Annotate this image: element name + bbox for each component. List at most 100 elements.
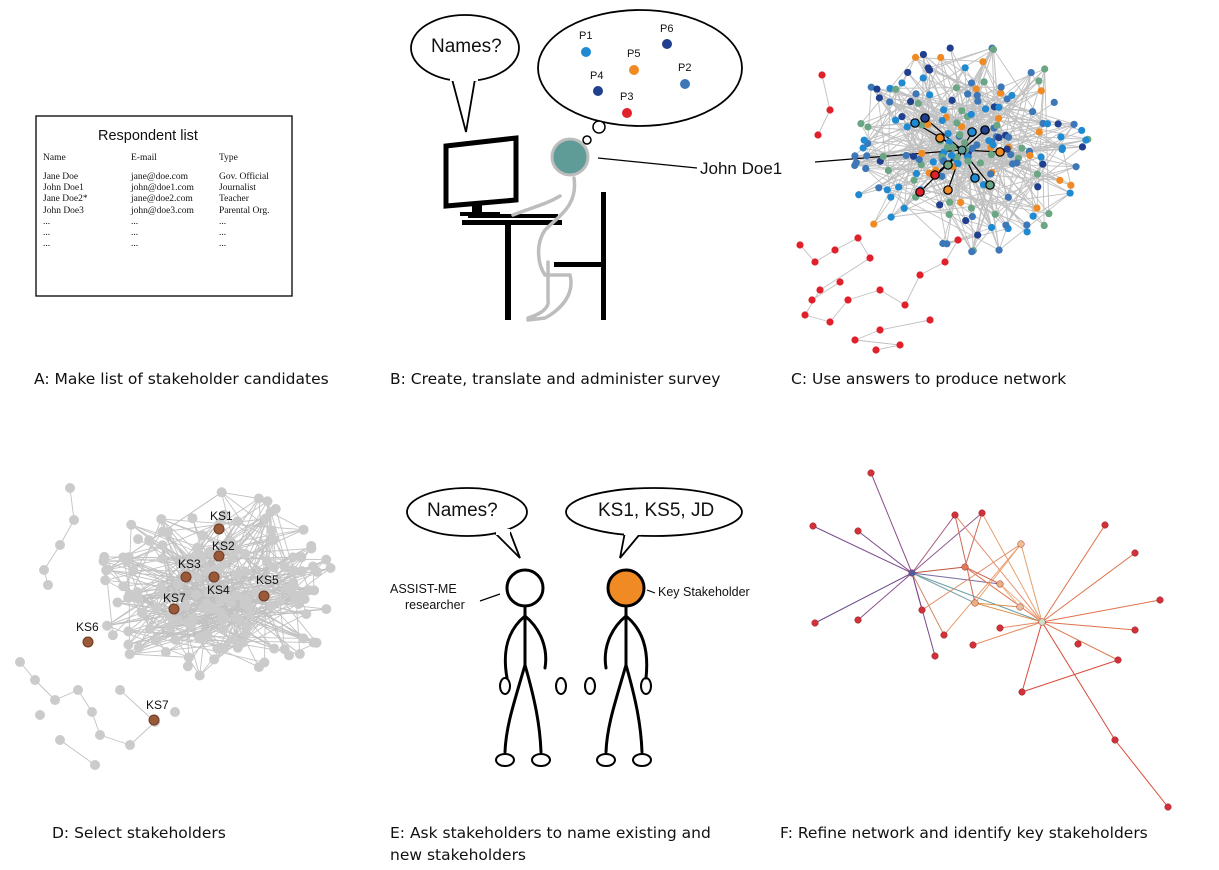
network-node [125,740,135,750]
network-node [1008,91,1016,100]
network-node [904,68,912,77]
computer-monitor [443,135,519,216]
network-node [926,91,934,99]
network-node [886,84,894,93]
network-node [912,169,921,178]
network-node [1033,204,1041,212]
network-node [1114,656,1122,664]
network-node [193,572,204,583]
network-node [107,630,118,641]
network-node [859,144,867,152]
network-node [1164,803,1172,811]
network-node [908,569,916,577]
network-node [95,730,105,740]
network-node [961,563,969,571]
network-node [1035,128,1043,136]
network-node [987,150,995,159]
network-node [809,522,817,530]
network-node [202,629,213,640]
network-node [1038,618,1046,626]
network-node [183,652,194,663]
network-node [112,597,123,608]
network-node [872,346,880,354]
thought-point-p4 [593,86,603,96]
respondent-cell: ... [219,228,227,238]
network-node [919,74,927,82]
network-node [844,296,852,304]
network-node [962,217,970,225]
network-node [133,534,144,545]
network-node [892,85,900,93]
network-node [144,623,155,634]
respondent-cell: jane@doe2.com [131,194,193,205]
network-node [960,139,969,147]
network-node [266,600,277,611]
network-node [1043,120,1052,128]
network-node [191,589,202,600]
network-node [854,527,862,535]
network-node [244,609,255,620]
network-node [918,121,926,129]
network-node [876,326,884,334]
respondent-cell: ... [43,216,51,227]
network-node [186,553,197,564]
network-node [270,503,281,514]
network-node [929,158,937,166]
network-node [873,85,881,93]
network-node [162,527,173,538]
network-node [973,91,981,99]
respondent-cell: Jane Doe2* [43,194,88,205]
network-node [126,519,137,530]
network-node [187,513,198,524]
network-node [209,654,220,665]
network-node [900,204,908,212]
network-node [123,639,134,650]
caption-d: D: Select stakeholders [52,824,226,842]
network-node [194,670,205,681]
network-node [943,143,952,151]
network-node [1039,160,1047,168]
network-node [172,591,183,602]
network-node [118,581,129,592]
network-node [30,675,40,685]
person-name-label: John Doe1 [700,159,783,178]
network-node [995,114,1003,122]
network-node [269,562,280,573]
network-node [301,609,312,620]
network-node [967,110,975,118]
key-stakeholder-node [258,590,270,602]
hub-neighbor-node [985,180,995,190]
network-node [1023,228,1031,236]
network-node [967,204,975,212]
left-speech-bubble [406,487,528,537]
network-node [223,593,234,604]
network-node [279,561,290,572]
network-node [879,152,887,161]
network-node [1082,136,1090,144]
network-node [964,157,972,165]
network-node [1074,640,1082,648]
network-node [266,525,277,536]
network-node [987,170,995,178]
network-node [35,710,45,720]
network-node [860,136,868,144]
network-node [231,590,242,601]
network-node [136,607,147,618]
network-node [851,336,859,344]
stakeholder-network-colored [796,44,1092,354]
network-node [918,149,926,157]
network-node [1003,145,1011,153]
network-node [268,534,279,545]
network-node [884,166,893,175]
network-node [260,513,271,524]
network-node [1037,153,1045,161]
network-node [101,565,112,576]
key-stakeholder-node [82,636,94,648]
respondent-cell: Teacher [219,194,249,205]
network-node [1004,193,1012,201]
network-node [952,84,961,92]
network-node [172,579,183,590]
network-node [165,621,176,632]
respondent-cell: ... [43,228,51,238]
network-node [891,116,900,124]
